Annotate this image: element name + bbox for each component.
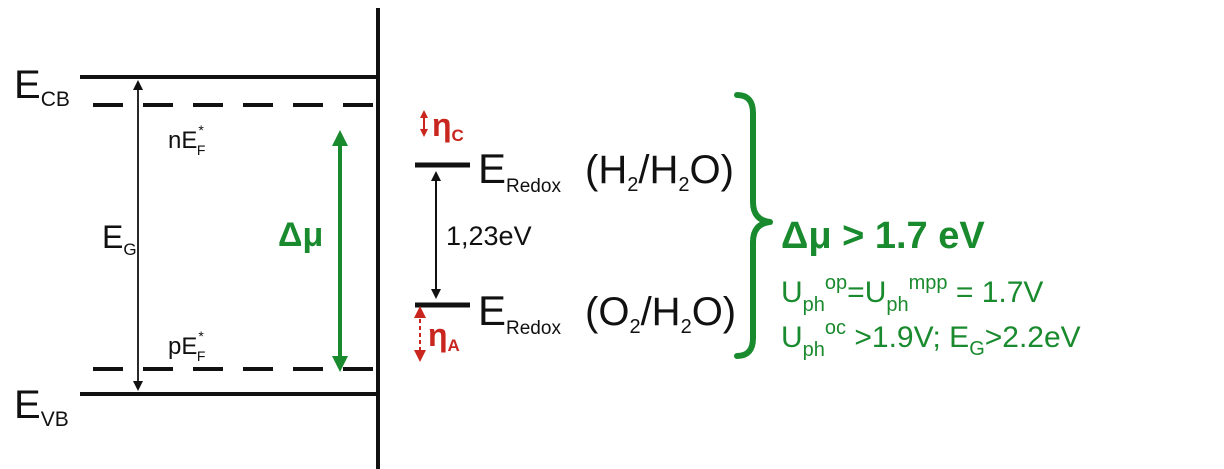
anodic-overpotential-label: ηA <box>428 317 460 355</box>
redox-o2-label: ERedox <box>478 287 561 339</box>
hole-quasi-fermi-label: pE*F <box>168 328 205 364</box>
electron-quasi-fermi-label: nE*F <box>168 122 205 158</box>
cathodic-overpotential-label: ηC <box>432 107 464 145</box>
cb-label: ECB <box>14 63 70 111</box>
summary-headline: Δμ > 1.7 eV <box>781 215 985 257</box>
vb-label: EVB <box>14 383 69 431</box>
summary-line-2: Uphoc >1.9V; EG>2.2eV <box>781 317 1081 361</box>
redox-h2-couple: (H2/H2O) <box>585 148 734 196</box>
redox-separation-label: 1,23eV <box>446 221 532 251</box>
summary-line-1: Uphop=Uphmpp = 1.7V <box>781 272 1043 316</box>
summary-brace <box>734 92 773 359</box>
redox-o2-couple: (O2/H2O) <box>585 290 736 338</box>
delta-mu-label: Δμ <box>278 216 323 254</box>
bandgap-label: EG <box>102 219 137 259</box>
redox-h2-label: ERedox <box>478 145 561 197</box>
